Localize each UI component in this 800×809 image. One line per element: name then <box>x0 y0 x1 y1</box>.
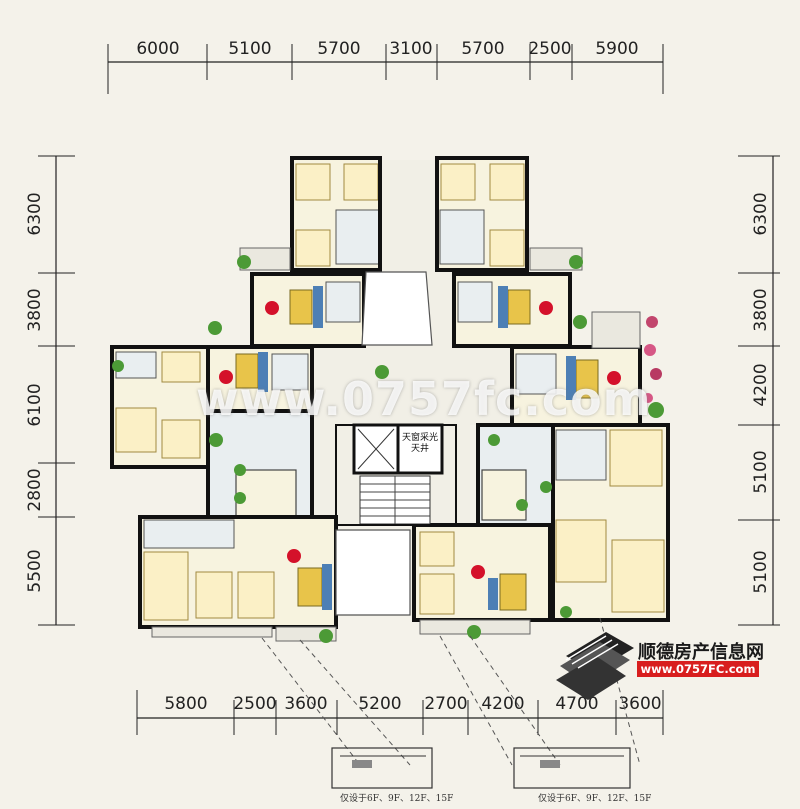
central-core <box>335 423 457 526</box>
dim-right-2: 3800 <box>751 288 771 331</box>
dim-bottom-3: 3600 <box>284 694 327 714</box>
dim-left-3: 6100 <box>25 383 45 426</box>
stairwell <box>359 475 431 525</box>
dim-right-3: 4200 <box>751 363 771 406</box>
dimension-top: 6000 5100 5700 3100 5700 2500 5900 <box>107 39 664 94</box>
watermark-text: www.0757fc.com <box>196 372 652 426</box>
dim-bottom-8: 3600 <box>618 694 661 714</box>
dim-top-1: 6000 <box>136 39 179 59</box>
dim-left-5: 5500 <box>25 549 45 592</box>
dim-left-1: 6300 <box>25 192 45 235</box>
dim-top-4: 3100 <box>389 39 432 59</box>
dim-bottom-4: 5200 <box>358 694 401 714</box>
unit-far-right <box>551 423 670 622</box>
site-logo-name: 顺德房产信息网 <box>638 642 764 663</box>
unit-left-service <box>206 409 314 519</box>
dimension-bottom: 5800 2500 3600 5200 2700 4200 4700 3600 <box>136 690 664 735</box>
section-note-right: 仅设于6F、9F、12F、15F <box>538 794 652 804</box>
dim-right-4: 5100 <box>751 450 771 493</box>
unit-far-left <box>110 345 210 469</box>
unit-mid-left-b <box>206 345 314 413</box>
balcony-3 <box>591 311 641 349</box>
section-note-left: 仅设于6F、9F、12F、15F <box>340 794 454 804</box>
dim-bottom-6: 4200 <box>481 694 524 714</box>
unit-mid-left-a <box>250 272 366 348</box>
leader-lines <box>261 617 641 766</box>
dimension-right: 6300 3800 4200 5100 5100 <box>738 155 780 626</box>
dim-left-2: 3800 <box>25 288 45 331</box>
dim-top-6: 2500 <box>528 39 571 59</box>
dim-top-5: 5700 <box>461 39 504 59</box>
section-details <box>331 747 631 789</box>
unit-mid-right-a <box>452 272 572 348</box>
site-logo-url[interactable]: www.0757FC.com <box>637 661 759 677</box>
dim-bottom-2: 2500 <box>233 694 276 714</box>
unit-bottom-left <box>138 515 338 629</box>
dim-bottom-5: 2700 <box>424 694 467 714</box>
unit-top-right <box>435 156 529 272</box>
dim-top-2: 5100 <box>228 39 271 59</box>
flower-terrace <box>643 316 664 418</box>
balcony-4 <box>151 626 273 638</box>
unit-top-left <box>290 156 382 272</box>
dim-top-7: 5900 <box>595 39 638 59</box>
unit-bottom-mid <box>412 523 552 622</box>
floor-plan-body <box>110 156 670 643</box>
light-well <box>335 271 433 616</box>
dim-right-5: 5100 <box>751 550 771 593</box>
plants <box>112 255 587 643</box>
site-logo-icon <box>556 632 634 700</box>
lobby-label: 天窗采光天井 <box>402 433 439 454</box>
dim-top-3: 5700 <box>317 39 360 59</box>
dimension-left: 6300 3800 6100 2800 5500 <box>25 155 75 626</box>
dim-bottom-1: 5800 <box>164 694 207 714</box>
dim-left-4: 2800 <box>25 468 45 511</box>
dim-right-1: 6300 <box>751 192 771 235</box>
